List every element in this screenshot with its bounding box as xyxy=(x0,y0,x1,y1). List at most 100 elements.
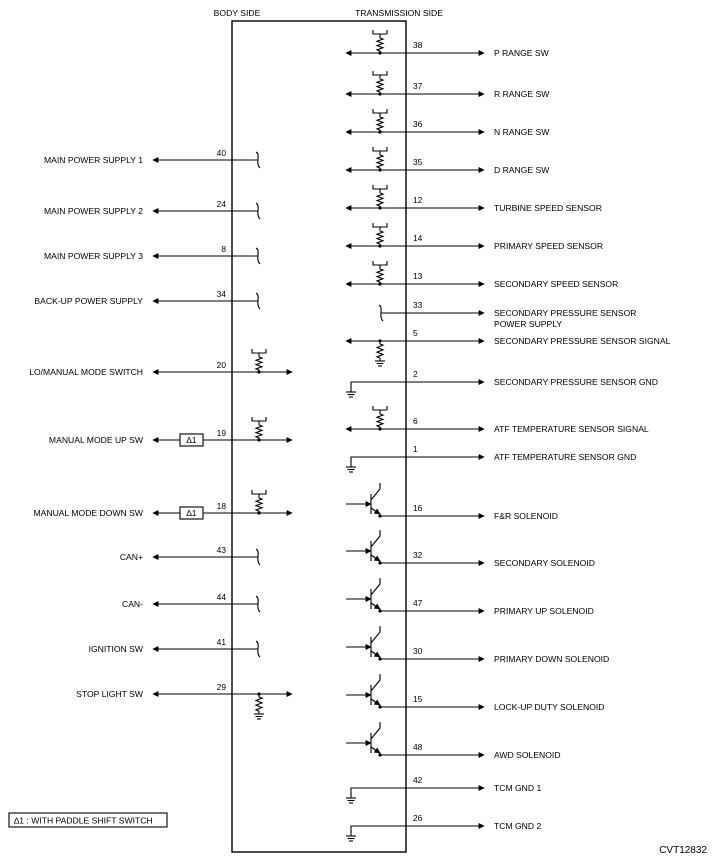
transmission-pin-number: 36 xyxy=(413,119,423,129)
transmission-signal-row: TCM GND 1 42 xyxy=(346,775,541,804)
pullup-resistor-symbol xyxy=(372,109,388,134)
ground-symbol xyxy=(346,785,485,804)
body-signal-label: MAIN POWER SUPPLY 2 xyxy=(44,206,143,216)
transmission-signal-row: TURBINE SPEED SENSOR 12 xyxy=(345,185,602,213)
pullup-resistor-symbol xyxy=(372,30,388,55)
transmission-signal-label: TURBINE SPEED SENSOR xyxy=(494,203,602,213)
transmission-pin-number: 38 xyxy=(413,40,423,50)
transistor-symbol xyxy=(346,626,382,661)
transmission-pin-number: 48 xyxy=(413,742,423,752)
resistor-symbol xyxy=(254,356,264,371)
ground-symbol xyxy=(346,823,485,842)
transmission-side-header: TRANSMISSION SIDE xyxy=(355,8,443,18)
pullup-resistor-symbol xyxy=(251,349,267,374)
body-signal-label: CAN+ xyxy=(120,552,143,562)
body-signal-label: MANUAL MODE UP SW xyxy=(49,435,144,445)
transistor-symbol xyxy=(346,722,382,757)
transistor-symbol xyxy=(346,578,382,613)
pullup-resistor-symbol xyxy=(251,417,267,442)
body-signal-row: MAIN POWER SUPPLY 1 40 xyxy=(44,148,261,169)
pullup-resistor-symbol xyxy=(372,185,388,210)
resistor-symbol xyxy=(375,116,385,131)
body-pin-number: 18 xyxy=(217,501,227,511)
transmission-signal-label: F&R SOLENOID xyxy=(494,511,558,521)
body-signal-row: MAIN POWER SUPPLY 38 xyxy=(44,244,261,265)
transmission-signal-row: PRIMARY DOWN SOLENOID 30 xyxy=(346,626,609,664)
resistor-symbol xyxy=(254,696,264,712)
note-mark: ∆1 xyxy=(186,508,196,518)
transmission-pin-number: 42 xyxy=(413,775,423,785)
break-symbol xyxy=(255,151,261,169)
body-pin-number: 34 xyxy=(217,289,227,299)
transmission-signal-label: R RANGE SW xyxy=(494,89,550,99)
break-symbol xyxy=(255,595,261,613)
resistor-symbol xyxy=(254,497,264,512)
transistor-symbol xyxy=(346,530,382,565)
footnote-text: ∆1 : WITH PADDLE SHIFT SWITCH xyxy=(14,816,153,826)
body-signal-label: LO/MANUAL MODE SWITCH xyxy=(29,367,143,377)
resistor-symbol xyxy=(375,343,385,359)
ground-symbol xyxy=(346,454,485,473)
transmission-pin-number: 13 xyxy=(413,271,423,281)
resistor-symbol xyxy=(375,268,385,283)
transmission-signal-label: ATF TEMPERATURE SENSOR GND xyxy=(494,452,636,462)
body-signal-row: MAIN POWER SUPPLY 224 xyxy=(44,199,261,220)
transmission-pin-number: 35 xyxy=(413,157,423,167)
body-pin-number: 29 xyxy=(217,682,227,692)
transmission-pin-number: 30 xyxy=(413,646,423,656)
body-pin-number: 41 xyxy=(217,637,227,647)
pulldown-resistor-symbol xyxy=(254,692,264,720)
transmission-pin-number: 33 xyxy=(413,300,423,310)
transmission-signal-label: SECONDARY PRESSURE SENSOR xyxy=(494,308,636,318)
pullup-resistor-symbol xyxy=(372,223,388,248)
break-symbol xyxy=(255,247,261,265)
transmission-pin-number: 37 xyxy=(413,81,423,91)
pulldown-resistor-symbol xyxy=(375,339,385,367)
transmission-signal-label: PRIMARY DOWN SOLENOID xyxy=(494,654,609,664)
body-signal-label: CAN- xyxy=(122,599,143,609)
resistor-symbol xyxy=(375,78,385,93)
transmission-signal-label: SECONDARY PRESSURE SENSOR SIGNAL xyxy=(494,336,671,346)
transmission-signal-row: TCM GND 226 xyxy=(346,813,541,842)
resistor-symbol xyxy=(375,413,385,428)
body-signal-row: CAN+43 xyxy=(120,545,261,566)
body-signal-row: CAN-44 xyxy=(122,592,261,613)
transmission-pin-number: 6 xyxy=(413,416,418,426)
transmission-signal-label: TCM GND 1 xyxy=(494,783,541,793)
transmission-signal-label: PRIMARY SPEED SENSOR xyxy=(494,241,603,251)
transmission-signal-label: PRIMARY UP SOLENOID xyxy=(494,606,594,616)
pullup-resistor-symbol xyxy=(372,406,388,431)
body-signal-row: IGNITION SW 41 xyxy=(89,637,261,658)
body-signal-label: IGNITION SW xyxy=(89,644,144,654)
transistor-symbol xyxy=(346,483,382,518)
body-signal-label: MAIN POWER SUPPLY 1 xyxy=(44,155,143,165)
paddle-shift-note: ∆1 xyxy=(179,506,204,520)
body-pin-number: 19 xyxy=(217,428,227,438)
break-symbol xyxy=(255,640,261,658)
break-symbol xyxy=(378,304,384,322)
transmission-signal-label-line2: POWER SUPPLY xyxy=(494,319,562,329)
body-pin-number: 40 xyxy=(217,148,227,158)
transmission-signal-row: R RANGE SW 37 xyxy=(345,71,550,99)
transmission-pin-number: 32 xyxy=(413,550,423,560)
transmission-pin-number: 15 xyxy=(413,694,423,704)
footnote-box: ∆1 : WITH PADDLE SHIFT SWITCH xyxy=(8,812,168,828)
transmission-pin-number: 12 xyxy=(413,195,423,205)
transistor-symbol xyxy=(346,674,382,709)
resistor-symbol xyxy=(254,424,264,439)
